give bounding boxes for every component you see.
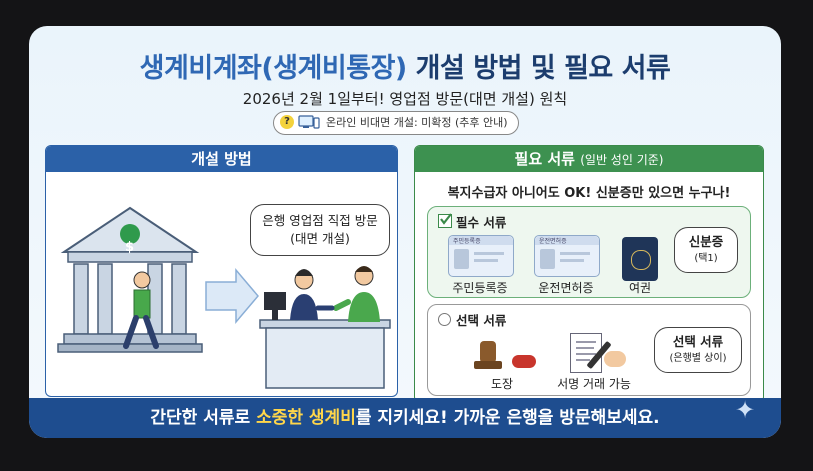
documents-title: 필요 서류 [514, 150, 575, 168]
passport-icon [622, 237, 658, 281]
seal-label: 도장 [490, 377, 514, 391]
optional-title: 선택 서류 [456, 313, 507, 328]
banner-part1: 간단한 서류로 [150, 408, 257, 428]
id-bubble-line1: 신분증 [688, 234, 724, 249]
page-title: 생계비계좌(생계비통장) 개설 방법 및 필요 서류 [29, 46, 781, 85]
passport-label: 여권 [628, 281, 652, 295]
documents-panel: 필요 서류 (일반 성인 기준) 복지수급자 아니어도 OK! 신분증만 있으면… [414, 145, 764, 403]
visit-bubble-line1: 은행 영업점 직접 방문 [262, 213, 378, 228]
optional-bubble: 선택 서류 (은행별 상이) [654, 327, 742, 373]
eligibility-note: 복지수급자 아니어도 OK! 신분증만 있으면 누구나! [447, 186, 731, 201]
visit-bubble-line2: (대면 개설) [290, 231, 350, 246]
documents-title-sub: (일반 성인 기준) [580, 153, 664, 167]
id-card-icon: 주민등록증 [448, 235, 514, 277]
required-title: 필수 서류 [456, 215, 507, 230]
computer-icon [298, 115, 320, 129]
id-bubble-line2: (택1) [694, 253, 718, 264]
drivers-license-icon: 운전면허증 [534, 235, 600, 277]
visit-speech-bubble: 은행 영업점 직접 방문 (대면 개설) [250, 204, 390, 256]
ink-pad-icon [512, 355, 536, 368]
method-panel: 개설 방법 [45, 145, 398, 397]
title-highlight: 생계비계좌(생계비통장) [139, 53, 408, 84]
drivers-license-label: 운전면허증 [538, 281, 594, 295]
customer-icon [333, 266, 380, 322]
signature-label: 서명 거래 가능 [557, 377, 631, 391]
sparkle-icon: ✦ [735, 396, 756, 424]
optional-documents-box: 선택 서류 도장 서명 거래 가능 선택 서류 (은행별 상이) [427, 304, 751, 396]
method-panel-title: 개설 방법 [46, 146, 397, 172]
title-rest: 개설 방법 및 필요 서류 [406, 53, 671, 84]
infographic-card: 생계비계좌(생계비통장) 개설 방법 및 필요 서류 2026년 2월 1일부터… [29, 26, 781, 438]
question-icon: ? [280, 115, 294, 129]
bank-visit-illustration [57, 206, 391, 389]
arrow-right-icon [205, 267, 259, 325]
walking-person-icon [123, 271, 159, 349]
required-documents-box: 필수 서류 주민등록증 주민등록증 운전면허증 운전면허증 여권 신분증 [427, 206, 751, 298]
dollar-sign: $ [125, 240, 135, 255]
radio-empty-icon [438, 313, 451, 326]
checkmark-icon [440, 213, 452, 225]
online-notice-text: 온라인 비대면 개설: 미확정 (추후 안내) [326, 116, 508, 129]
seal-stamp-base [474, 361, 502, 369]
bottom-banner: 간단한 서류로 소중한 생계비를 지키세요! 가까운 은행을 방문해보세요. [29, 398, 781, 438]
subtitle: 2026년 2월 1일부터! 영업점 방문(대면 개설) 원칙 [242, 90, 568, 108]
documents-panel-title: 필요 서류 (일반 성인 기준) [415, 146, 763, 172]
optional-bubble-line1: 선택 서류 [672, 334, 724, 349]
optional-bubble-line2: (은행별 상이) [669, 353, 727, 364]
monitor-icon [264, 292, 286, 310]
online-notice-pill: ? 온라인 비대면 개설: 미확정 (추후 안내) [273, 111, 519, 135]
hand-icon [604, 351, 626, 367]
seal-stamp-icon [480, 341, 496, 363]
banner-highlight: 소중한 생계비 [256, 408, 356, 428]
banner-part2: 를 지키세요! 가까운 은행을 방문해보세요. [355, 408, 660, 428]
id-card-label: 주민등록증 [452, 281, 508, 295]
id-choice-bubble: 신분증 (택1) [674, 227, 738, 273]
bank-teller-icon [290, 269, 318, 320]
